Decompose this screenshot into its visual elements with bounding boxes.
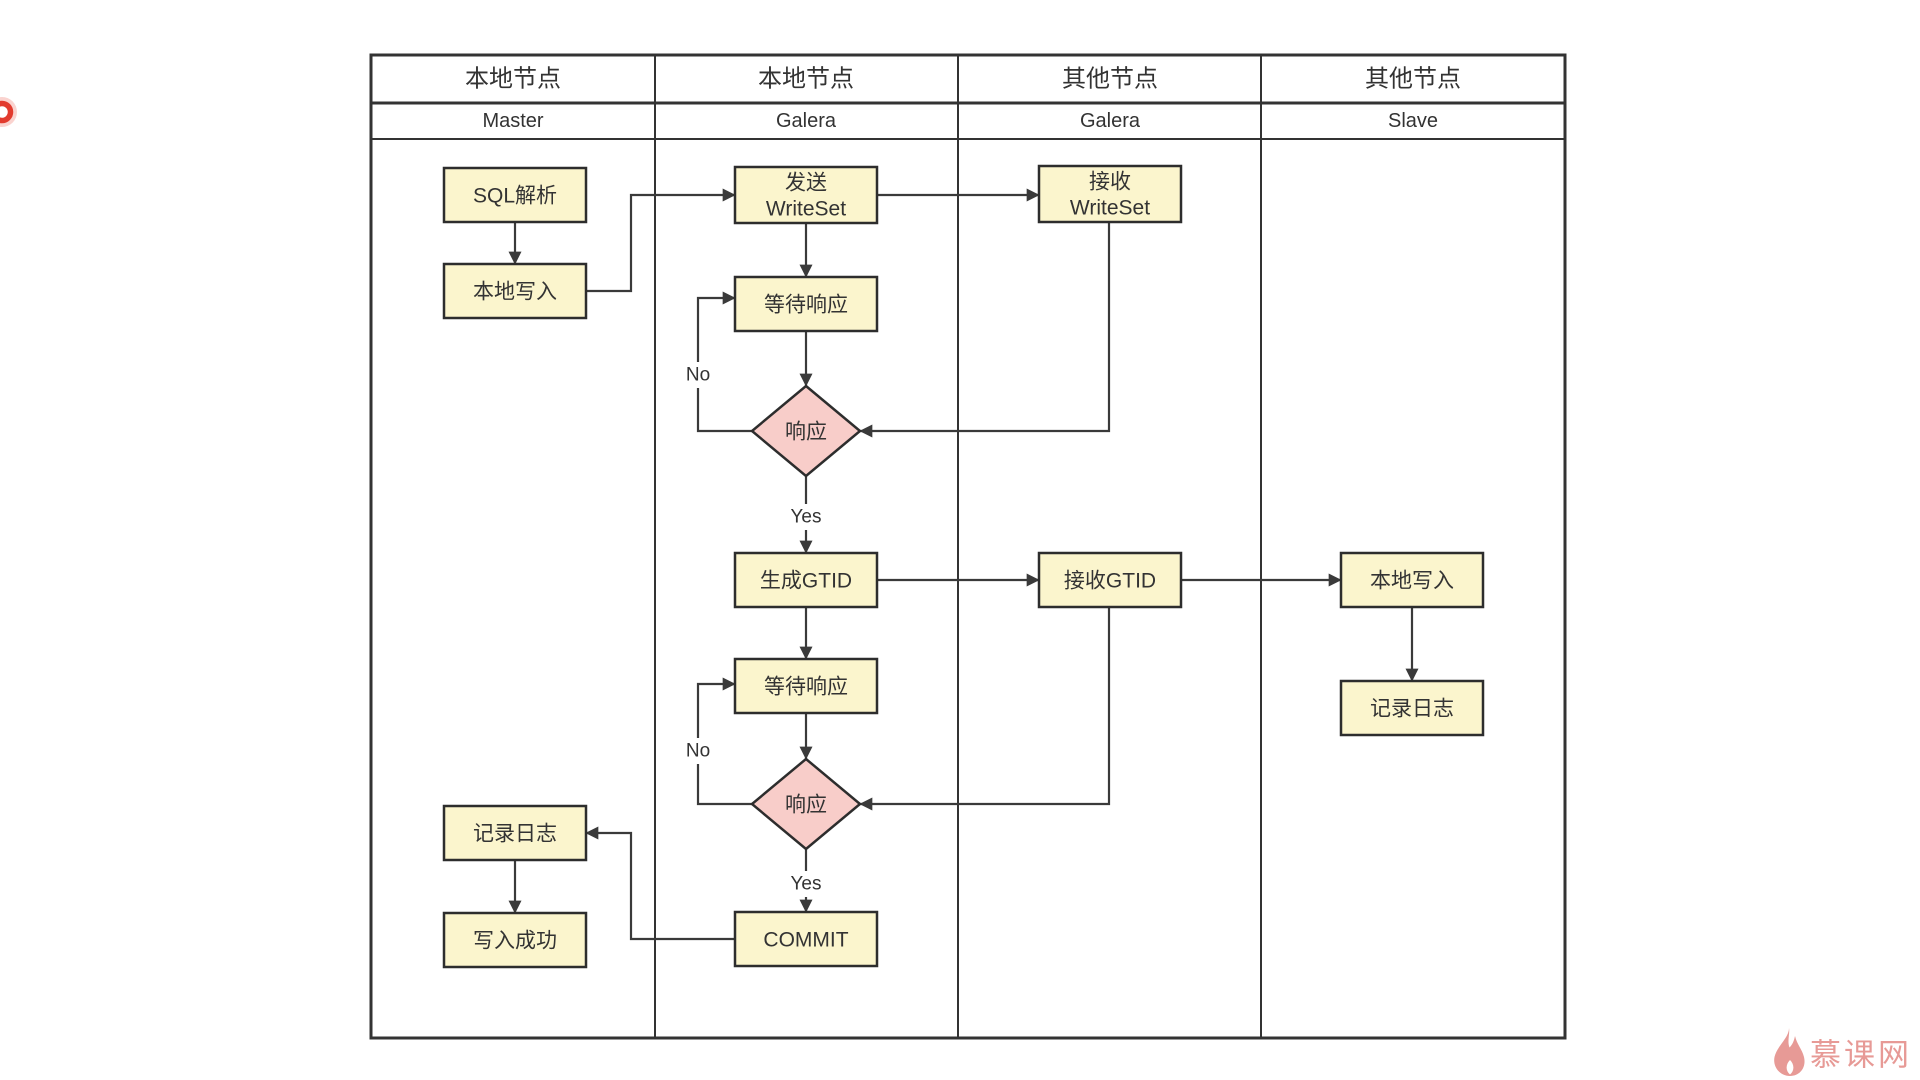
flame-icon — [1774, 1028, 1805, 1076]
flow-node-wait-response-2-label: 等待响应 — [764, 676, 848, 699]
flow-node-wait-response-2 — [733, 657, 879, 715]
flow-node-local-write-master — [442, 262, 588, 320]
lane-4-role-title: Slave — [1388, 110, 1438, 132]
table-outer-border — [369, 53, 1567, 1040]
decision-diamond-1 — [750, 384, 862, 478]
flow-node-sql-parse-label: SQL解析 — [473, 185, 557, 208]
edge-label-yes-1: Yes — [791, 507, 822, 528]
label-bg — [786, 871, 826, 897]
lane-3-role-title: Galera — [1080, 110, 1141, 132]
lane-2-role-title: Galera — [776, 110, 837, 132]
flow-node-log-master-label: 记录日志 — [473, 823, 557, 846]
flame-icon-notch — [1786, 1060, 1794, 1075]
flow-node-gen-gtid — [733, 551, 879, 609]
lane-4-group-title: 其他节点 — [1365, 66, 1461, 93]
edge-labels: Yes No Yes No — [676, 362, 826, 897]
flow-node-local-write-slave-label: 本地写入 — [1370, 570, 1454, 593]
flow-node-wait-response-1-label: 等待响应 — [764, 294, 848, 317]
flow-node-wait-response-1 — [733, 275, 879, 333]
flow-node-commit — [733, 910, 879, 968]
edge-recvgtid-to-decision2 — [859, 607, 1111, 811]
flow-node-write-success-label: 写入成功 — [473, 930, 557, 953]
watermark-brand-text: 慕课网 — [1810, 1038, 1912, 1073]
flow-node-write-success — [442, 911, 588, 969]
flow-node-gen-gtid-label: 生成GTID — [760, 570, 852, 593]
lane-galera-other-nodes: 接收 WriteSet 接收GTID — [1037, 164, 1183, 609]
flow-node-send-writeset-line2: WriteSet — [766, 198, 846, 221]
imooc-watermark: 慕课网 — [1774, 1028, 1912, 1076]
lane-master-nodes: SQL解析 本地写入 记录日志 写入成功 — [442, 166, 588, 969]
label-bg — [786, 504, 826, 530]
red-dot-ring — [0, 100, 14, 124]
edge-label-no-2: No — [686, 741, 710, 762]
red-dot-badge — [0, 97, 17, 127]
lane-galera-local-nodes: 发送 WriteSet 等待响应 响应 生成GTID 等待响应 响应 COMMI… — [733, 165, 879, 968]
lane-slave-nodes: 本地写入 记录日志 — [1339, 551, 1485, 737]
edge-label-no-1: No — [686, 365, 710, 386]
flow-node-recv-writeset — [1037, 164, 1183, 224]
flow-node-recv-gtid-label: 接收GTID — [1064, 570, 1156, 593]
flow-node-commit-label: COMMIT — [763, 929, 848, 952]
flow-node-local-write-slave — [1339, 551, 1485, 609]
decision-diamond-2-label: 响应 — [785, 794, 827, 817]
flow-node-local-write-master-label: 本地写入 — [473, 281, 557, 304]
flow-node-sql-parse — [442, 166, 588, 224]
lane-1-role-title: Master — [482, 110, 543, 132]
lane-3-group-title: 其他节点 — [1062, 66, 1158, 93]
label-bg — [676, 362, 720, 388]
lane-2-group-title: 本地节点 — [758, 66, 854, 93]
decision-diamond-1-label: 响应 — [785, 421, 827, 444]
label-bg — [676, 738, 720, 764]
edge-recvwriteset-to-decision1 — [859, 222, 1111, 438]
edge-commit-to-logmaster — [585, 826, 735, 941]
flow-node-recv-writeset-line1: 接收 — [1089, 171, 1131, 194]
decision-diamond-2 — [750, 757, 862, 851]
flow-node-send-writeset — [733, 165, 879, 225]
edge-label-yes-2: Yes — [791, 874, 822, 895]
edge-localwrite-to-sendwriteset — [586, 188, 736, 293]
flow-node-log-slave-label: 记录日志 — [1370, 698, 1454, 721]
flow-node-send-writeset-line1: 发送 — [785, 172, 827, 195]
flow-node-recv-gtid — [1037, 551, 1183, 609]
lane-1-group-title: 本地节点 — [465, 66, 561, 93]
flow-node-recv-writeset-line2: WriteSet — [1070, 197, 1150, 220]
flow-node-log-slave — [1339, 679, 1485, 737]
swimlane-table: 本地节点 本地节点 其他节点 其他节点 Master Galera Galera… — [369, 53, 1567, 1040]
flow-edges — [508, 188, 1419, 941]
flow-node-log-master — [442, 804, 588, 862]
